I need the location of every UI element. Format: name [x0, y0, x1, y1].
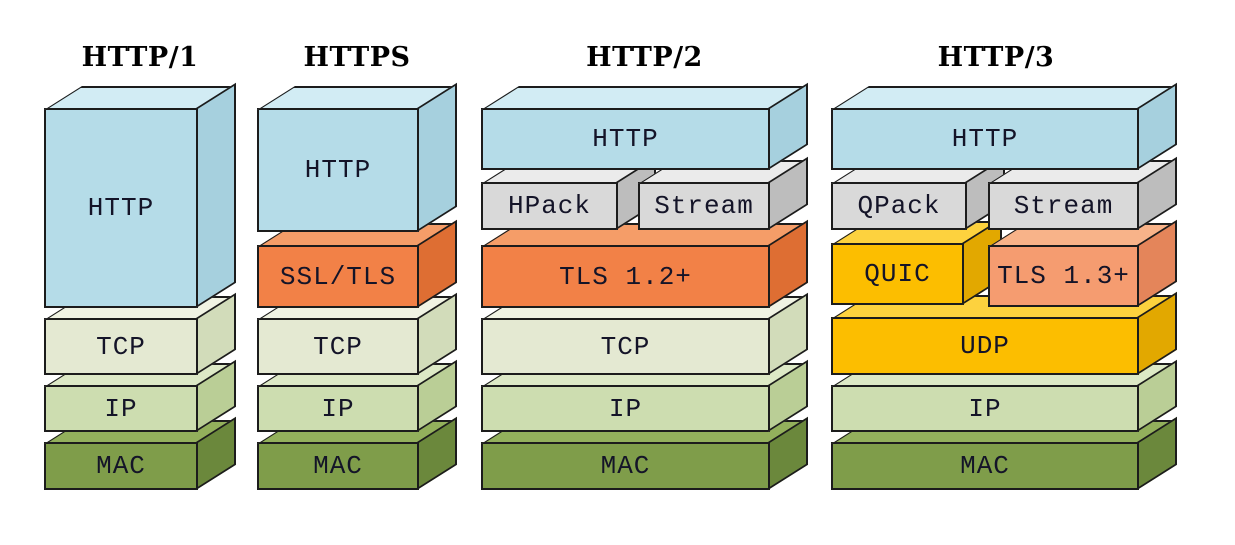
http2-ip-box: IP	[481, 385, 770, 432]
layer-label: IP	[608, 393, 643, 424]
layer-label: TCP	[96, 331, 146, 362]
layer-label: TCP	[600, 331, 651, 362]
layer-label: TCP	[313, 331, 363, 362]
http2-tcp-box: TCP	[481, 318, 770, 375]
layer-label: TLS 1.3+	[997, 261, 1130, 291]
layer-label: UDP	[960, 331, 1010, 361]
https-ssltls-box: SSL/TLS	[257, 245, 419, 308]
https-ip-box: IP	[257, 385, 419, 432]
http2-http-box: HTTP	[481, 108, 770, 170]
layer-label: HPack	[507, 191, 591, 221]
https-tcp-box: TCP	[257, 318, 419, 375]
layer-label: HTTP	[87, 193, 155, 223]
layer-label: TLS 1.2+	[559, 261, 692, 292]
http3-mac-box: MAC	[831, 442, 1139, 490]
layer-label: IP	[104, 393, 138, 424]
http2-stream-box: Stream	[638, 182, 770, 230]
layer-label: SSL/TLS	[279, 261, 397, 292]
column-title-http1: HTTP/1	[81, 42, 199, 73]
layer-label: Stream	[654, 191, 754, 221]
http1-ip-box: IP	[44, 385, 198, 432]
layer-label: QPack	[857, 191, 941, 221]
http3-udp-box: UDP	[831, 317, 1139, 375]
http2-hpack-box: HPack	[481, 182, 618, 230]
layer-label: HTTP	[951, 124, 1019, 154]
http3-tls13-box: TLS 1.3+	[988, 245, 1139, 307]
layer-label: Stream	[1013, 191, 1114, 221]
layer-label: MAC	[313, 451, 363, 481]
http1-http-box: HTTP	[44, 108, 198, 308]
http1-tcp-box: TCP	[44, 318, 198, 375]
layer-label: IP	[968, 393, 1002, 424]
layer-label: IP	[321, 393, 355, 424]
http3-ip-box: IP	[831, 385, 1139, 432]
http2-tls12-box: TLS 1.2+	[481, 245, 770, 308]
column-title-http2: HTTP/2	[586, 42, 703, 73]
layer-label: MAC	[960, 451, 1010, 481]
http3-http-box: HTTP	[831, 108, 1139, 170]
layer-label: HTTP	[592, 124, 659, 154]
http3-stream-box: Stream	[988, 182, 1139, 230]
https-mac-box: MAC	[257, 442, 419, 490]
layer-label: MAC	[600, 451, 651, 481]
layer-label: QUIC	[864, 259, 931, 289]
https-http-box: HTTP	[257, 108, 419, 232]
column-title-https: HTTPS	[303, 42, 411, 73]
http3-quic-box: QUIC	[831, 243, 964, 305]
http1-mac-box: MAC	[44, 442, 198, 490]
layer-label: HTTP	[304, 155, 372, 185]
layer-label: MAC	[96, 451, 146, 481]
http2-mac-box: MAC	[481, 442, 770, 490]
http3-qpack-box: QPack	[831, 182, 967, 230]
column-title-http3: HTTP/3	[937, 42, 1055, 73]
